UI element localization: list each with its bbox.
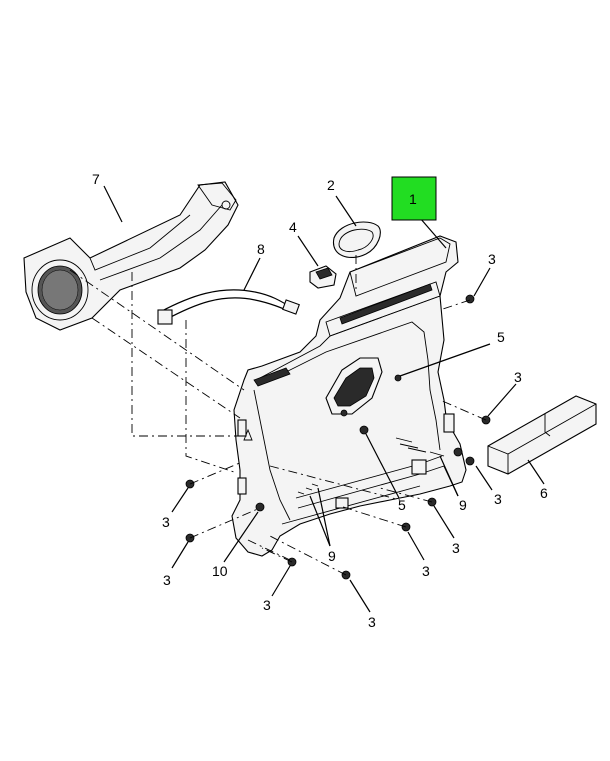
door-trim-panel-part [231,235,467,557]
callout-3-d: 3 [162,514,170,530]
callout-9-a: 9 [459,497,467,513]
callout-2: 2 [327,177,335,193]
callout-3-e: 3 [452,540,460,556]
callout-4: 4 [289,219,297,235]
speaker-bracket-part [23,181,239,331]
callout-5-b: 5 [398,497,406,513]
callout-3-g: 3 [422,563,430,579]
callout-3-b: 3 [514,369,522,385]
callout-3-c: 3 [494,491,502,507]
leader-lines [103,185,545,613]
item-1-highlight-box [391,176,437,221]
handle-cover-part [333,221,381,258]
foam-block-part [487,395,597,475]
callout-6: 6 [540,485,548,501]
clip-parts [297,437,445,495]
callout-5-a: 5 [497,329,505,345]
callout-1: 1 [409,191,417,207]
callout-7: 7 [92,171,100,187]
callout-3-h: 3 [263,597,271,613]
fastener-parts [185,294,491,580]
callout-8: 8 [257,241,265,257]
callout-3-f: 3 [163,572,171,588]
assembly-dash-lines [69,255,487,576]
callout-labels: 1 2 4 7 8 3 5 3 6 3 9 5 3 3 9 10 3 3 3 3 [92,171,548,630]
callout-3-a: 3 [488,251,496,267]
callout-9-b: 9 [328,548,336,564]
wire-harness-part [157,289,300,325]
callout-10: 10 [212,563,228,579]
callout-3-i: 3 [368,614,376,630]
switch-part [309,265,337,289]
